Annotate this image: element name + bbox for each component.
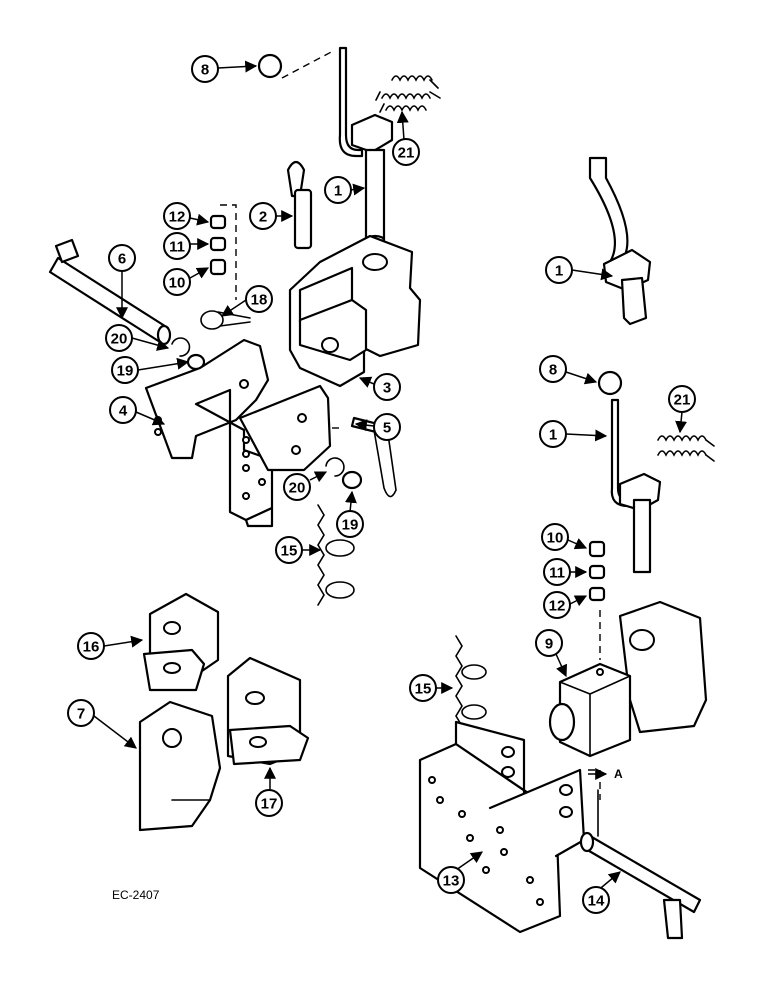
svg-text:18: 18 [251,292,268,309]
callout-9: 9 [535,629,563,657]
part-pin-1-top [338,46,394,246]
part-springs-21-right [657,435,715,462]
callout-18: 18 [245,285,273,313]
svg-text:10: 10 [547,530,564,547]
callout-13: 13 [437,866,465,894]
callout-19-top: 19 [111,356,139,384]
part-ball-8-right [597,370,623,396]
svg-text:4: 4 [119,403,128,420]
svg-text:11: 11 [549,565,565,582]
svg-text:8: 8 [201,62,209,79]
svg-text:17: 17 [261,796,278,813]
point-label-a: A [614,767,623,781]
drawing-code: EC-2407 [112,888,160,902]
svg-text:7: 7 [77,706,85,723]
part-bracket-4 [144,338,332,528]
callout-5: 5 [373,413,401,441]
svg-text:1: 1 [555,263,563,280]
svg-text:20: 20 [289,480,306,497]
callout-8-right: 8 [539,355,567,383]
svg-text:19: 19 [117,363,134,380]
callout-12-top: 12 [163,202,191,230]
part-clevis-17 [226,656,310,766]
svg-text:14: 14 [588,893,605,910]
part-pin-1-right [610,398,662,574]
svg-text:20: 20 [111,331,128,348]
svg-text:15: 15 [415,681,432,698]
svg-text:11: 11 [169,239,185,256]
callout-15-left: 15 [275,536,303,564]
svg-text:19: 19 [342,517,359,534]
callout-1-top: 1 [324,176,352,204]
callout-10-top: 10 [163,268,191,296]
callout-2: 2 [249,202,277,230]
callout-7: 7 [67,699,95,727]
callout-17: 17 [255,789,283,817]
svg-text:16: 16 [83,639,100,656]
svg-text:5: 5 [383,420,391,437]
callout-11-top: 11 [163,232,191,260]
part-ball-8 [257,53,283,79]
svg-text:6: 6 [118,251,126,268]
svg-text:2: 2 [259,209,267,226]
svg-text:15: 15 [281,543,298,560]
svg-text:13: 13 [443,873,460,890]
part-clevis-16 [142,592,220,692]
svg-text:3: 3 [383,380,391,397]
part-stack-12-11-10 [209,214,227,276]
callout-3: 3 [373,373,401,401]
part-ring-20-a [171,337,191,357]
callout-15-right: 15 [409,674,437,702]
callout-11-right: 11 [543,558,571,586]
part-block-7 [138,700,222,832]
callout-14: 14 [582,886,610,914]
svg-text:9: 9 [545,636,553,653]
svg-text:8: 8 [549,362,557,379]
svg-text:21: 21 [398,145,415,162]
part-chain-15-a [317,504,355,606]
callout-8-top: 8 [191,55,219,83]
part-rod-14 [579,789,702,940]
callout-21-right: 21 [668,385,696,413]
svg-text:1: 1 [549,427,557,444]
part-springs-21-top [375,75,441,113]
callout-1-bent: 1 [545,256,573,284]
svg-text:21: 21 [674,392,691,409]
callout-6: 6 [108,244,136,272]
svg-text:12: 12 [169,209,186,226]
svg-text:1: 1 [334,183,342,200]
callout-10-right: 10 [541,523,569,551]
callout-19-bottom: 19 [336,510,364,538]
part-drawbar-jaw-3 [288,234,422,388]
callout-16: 16 [77,632,105,660]
part-washer-19-b [341,470,363,490]
part-pin-1-bent [588,156,652,326]
part-ring-20-b [325,457,345,477]
part-drawbar-9 [548,600,708,758]
svg-text:10: 10 [169,275,186,292]
leader-lines [93,60,688,893]
part-plate-13 [418,720,586,934]
callout-21-top: 21 [392,138,420,166]
part-pin-2 [286,160,313,250]
callout-1-right: 1 [539,420,567,448]
svg-text:12: 12 [549,598,566,615]
part-stack-10-11-12 [588,540,606,602]
part-chain-15-b [455,635,487,737]
callout-20-bottom: 20 [283,473,311,501]
callout-12-right: 12 [543,591,571,619]
callout-20-top: 20 [105,324,133,352]
callout-4: 4 [109,396,137,424]
